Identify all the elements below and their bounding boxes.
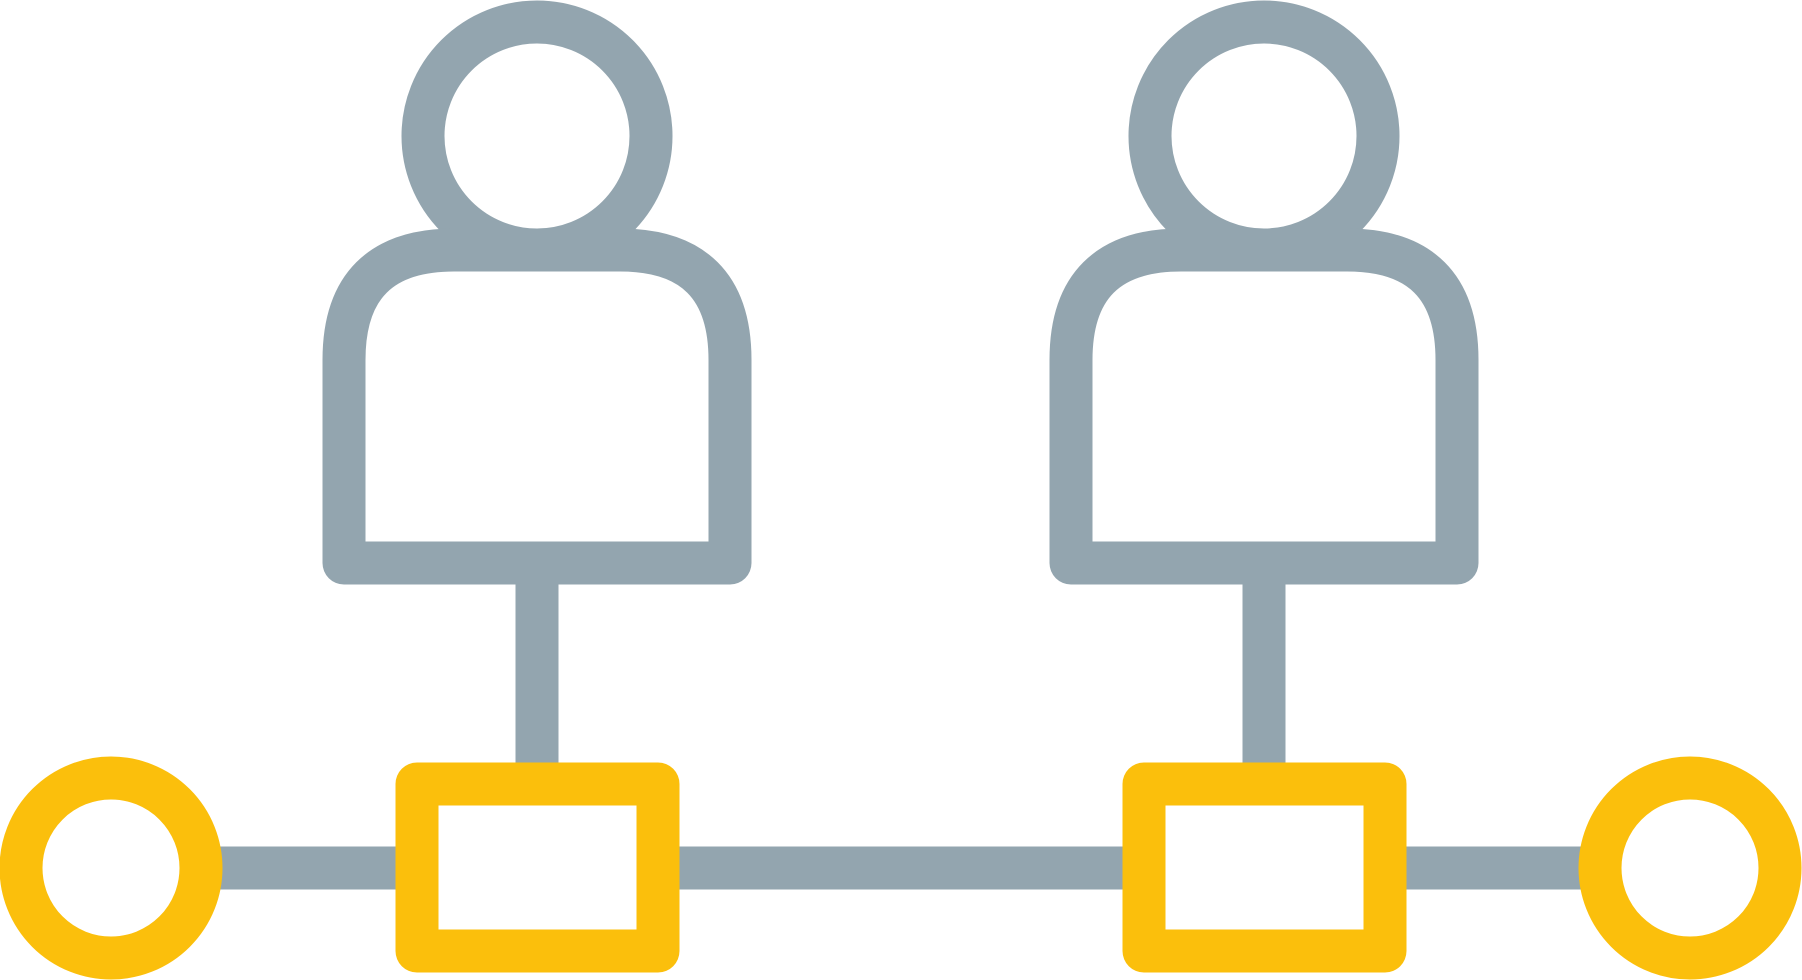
node-square-right [1122, 762, 1407, 973]
person-left-body [322, 228, 752, 585]
node-circle-right [1578, 756, 1802, 980]
person-left-head [401, 0, 673, 272]
connector-lines [200, 575, 1602, 890]
node-circle-left [0, 756, 223, 980]
person-left [322, 0, 752, 585]
person-right-body [1049, 228, 1479, 585]
person-right [1049, 0, 1479, 585]
network-nodes [0, 756, 1802, 980]
person-right-head [1128, 0, 1400, 272]
node-square-left [395, 762, 680, 973]
